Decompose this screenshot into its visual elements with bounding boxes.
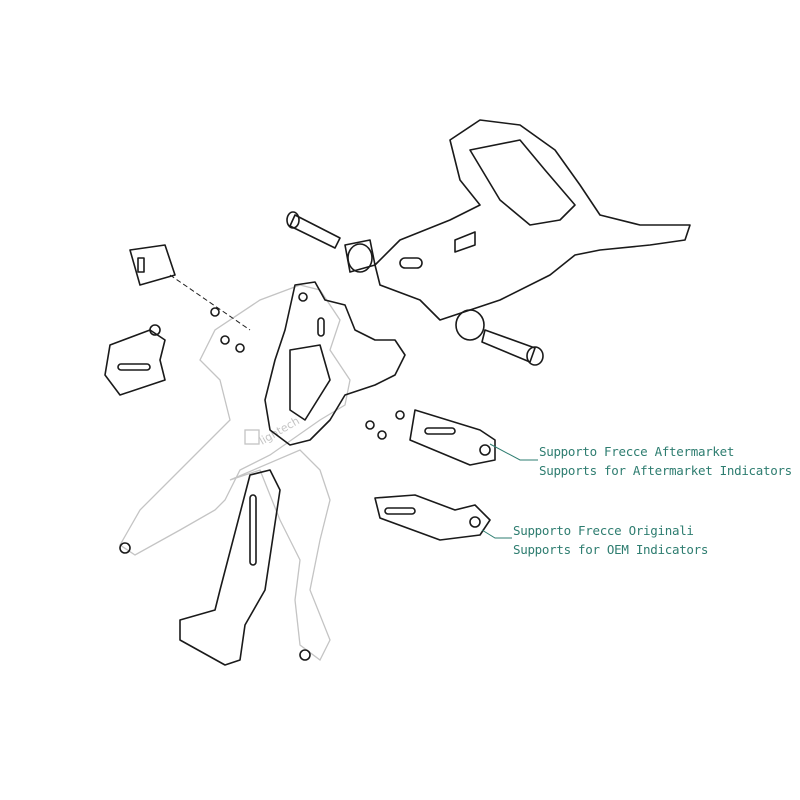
oem-indicator-bracket (374, 494, 491, 541)
label-oem-en: Supports for OEM Indicators (513, 542, 709, 557)
indicator-bracket-left (104, 329, 166, 396)
label-aftermarket: Supporto Frecce Aftermarket Supports for… (539, 442, 792, 480)
leader-oem (481, 529, 512, 539)
label-oem-it: Supporto Frecce Originali (513, 523, 694, 538)
leader-aftermarket (489, 443, 538, 461)
label-aftermarket-en: Supports for Aftermarket Indicators (539, 463, 792, 478)
aftermarket-indicator-bracket (409, 409, 496, 466)
label-oem: Supporto Frecce Originali Supports for O… (513, 521, 708, 559)
indicator-bracket-small (129, 244, 176, 286)
main-bracket (264, 281, 406, 446)
label-aftermarket-it: Supporto Frecce Aftermarket (539, 444, 735, 459)
screws (119, 307, 405, 661)
tail-subframe (374, 119, 691, 321)
license-plate-holder (119, 284, 351, 661)
lower-plate-mount (179, 469, 281, 666)
bolt-upper (286, 211, 376, 273)
bolt-lower (455, 309, 544, 366)
